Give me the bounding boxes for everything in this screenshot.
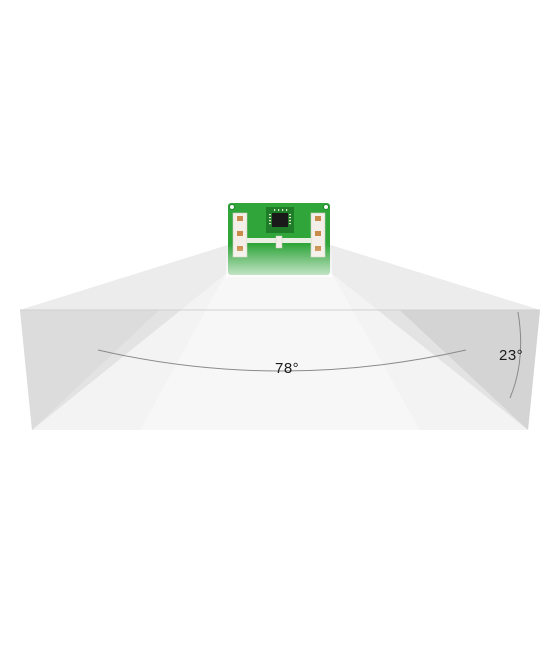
- horizontal-angle-arc: [97, 349, 467, 372]
- mounting-hole-icon: [323, 204, 329, 210]
- chip-pins: [269, 209, 291, 225]
- connector-pin: [315, 216, 321, 221]
- connector-pin: [315, 231, 321, 236]
- mounting-hole-icon: [229, 204, 235, 210]
- board-fade-overlay: [226, 244, 332, 277]
- vertical-angle-arc: [509, 311, 522, 399]
- chip: [272, 213, 288, 227]
- connector-pin: [237, 231, 243, 236]
- connector-pin: [237, 216, 243, 221]
- vertical-angle-label: 23°: [499, 347, 524, 364]
- sensor-board: [226, 203, 332, 277]
- detection-volume: [20, 245, 540, 430]
- horizontal-angle-label: 78°: [275, 360, 300, 377]
